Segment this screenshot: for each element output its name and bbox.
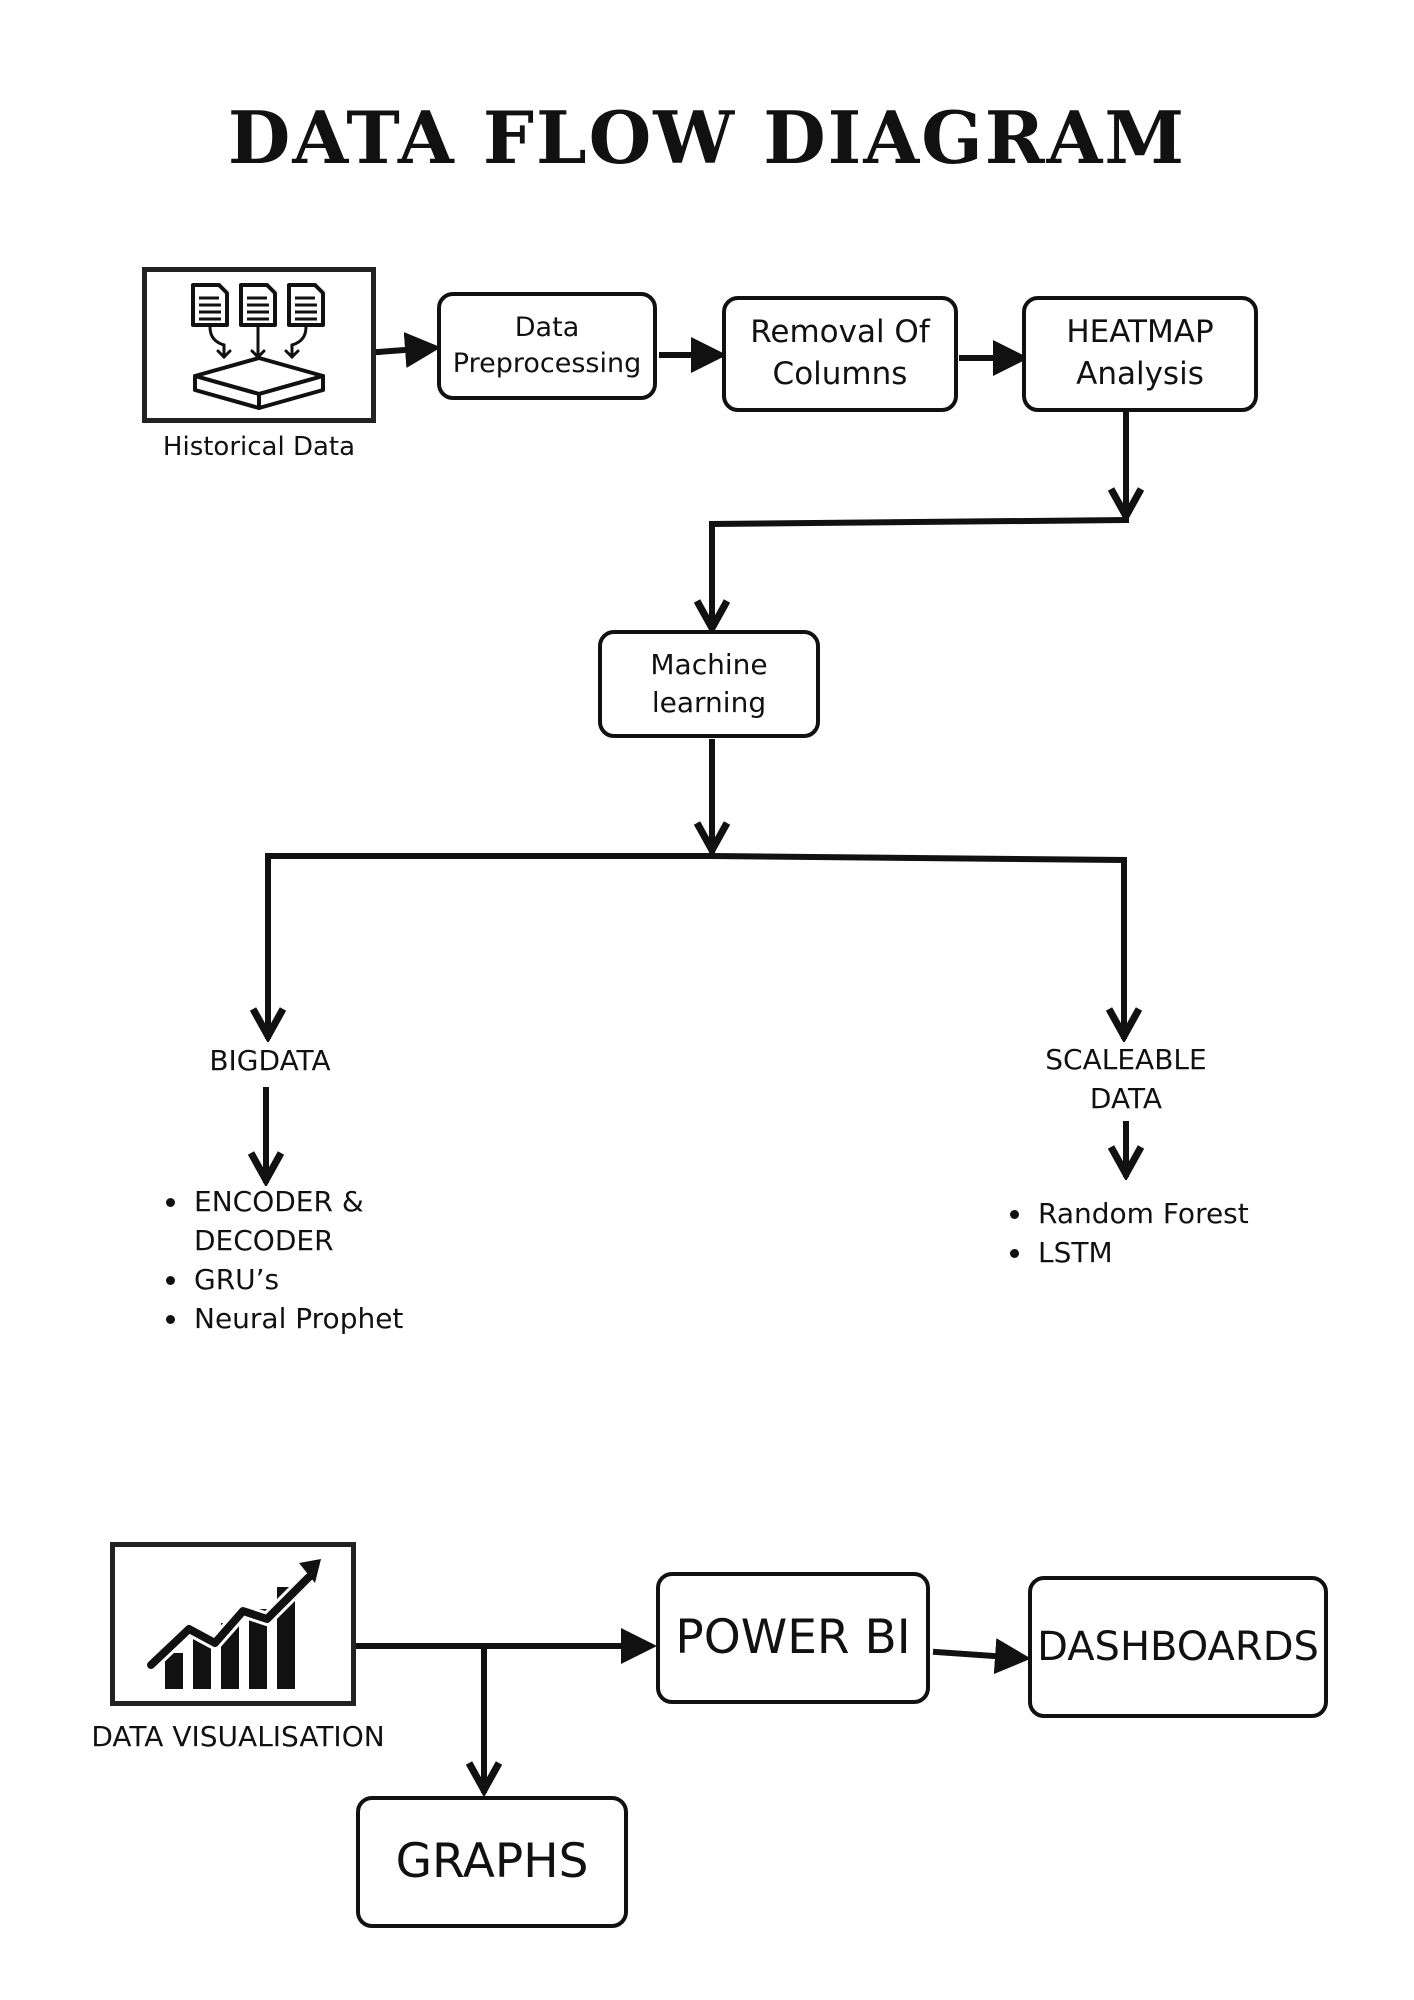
dashboards-label: DASHBOARDS <box>1037 1624 1319 1670</box>
documents-to-database-icon <box>191 283 325 410</box>
bigdata-label: BIGDATA <box>209 1044 331 1077</box>
arrow-historical-to-preprocessing <box>374 332 441 368</box>
historical-data-label: Historical Data <box>162 432 356 462</box>
bigdata-model-list: ENCODER & DECODER GRU’s Neural Prophet <box>154 1182 490 1338</box>
graphs-node: GRAPHS <box>356 1796 628 1928</box>
data-preprocessing-line-2: Preprocessing <box>452 348 642 379</box>
list-item: GRU’s <box>190 1260 490 1299</box>
historical-data-frame <box>142 267 376 423</box>
scaleable-data-label: SCALEABLE DATA <box>1010 1040 1242 1118</box>
dashboards-node: DASHBOARDS <box>1028 1576 1328 1718</box>
data-preprocessing-line-1: Data <box>514 311 580 343</box>
graphs-label: GRAPHS <box>395 1834 589 1890</box>
list-item: LSTM <box>1034 1233 1354 1272</box>
machine-learning-node: Machine learning <box>598 630 820 738</box>
list-item: Random Forest <box>1034 1194 1354 1233</box>
power-bi-node: POWER BI <box>656 1572 930 1704</box>
heatmap-analysis-line-2: Analysis <box>1076 356 1204 392</box>
list-item: Neural Prophet <box>190 1299 490 1338</box>
removal-of-columns-line-1: Removal Of <box>750 314 930 351</box>
power-bi-label: POWER BI <box>675 1610 911 1666</box>
heatmap-analysis-line-1: HEATMAP <box>1066 314 1214 351</box>
removal-of-columns-node: Removal Of Columns <box>722 296 958 412</box>
arrow-to-bigdata <box>268 853 715 1036</box>
removal-of-columns-line-2: Columns <box>772 356 908 392</box>
machine-learning-line-1: Machine <box>650 648 768 682</box>
bar-chart-growth-icon <box>144 1559 321 1689</box>
arrow-powerbi-to-dashboards <box>932 1638 1031 1675</box>
scaleable-model-list: Random Forest LSTM <box>998 1194 1354 1272</box>
list-item: ENCODER & DECODER <box>190 1182 490 1260</box>
data-visualisation-frame <box>110 1542 356 1706</box>
heatmap-analysis-node: HEATMAP Analysis <box>1022 296 1258 412</box>
data-visualisation-label: DATA VISUALISATION <box>91 1720 385 1753</box>
arrow-heatmap-to-ml <box>712 516 1130 628</box>
page-title: DATA FLOW DIAGRAM <box>227 95 1187 180</box>
scaleable-data-line-2: DATA <box>1089 1082 1163 1115</box>
arrow-to-scaleable <box>708 852 1124 1036</box>
scaleable-data-line-1: SCALEABLE <box>1045 1043 1207 1076</box>
machine-learning-line-2: learning <box>651 686 767 719</box>
